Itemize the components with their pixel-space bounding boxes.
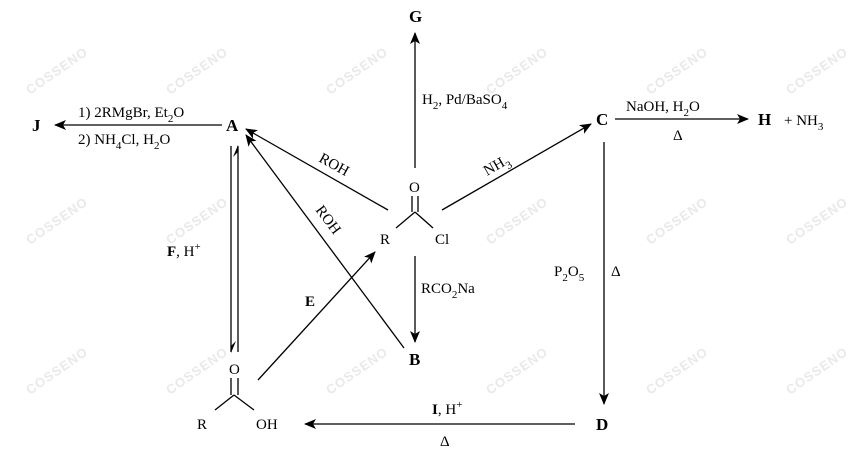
condition-heat-c-to-h: Δ	[673, 128, 683, 144]
reagent-to-g: H2, Pd/BaSO4	[422, 92, 508, 112]
acid-r-group: R	[197, 417, 207, 433]
watermark: COSSENO	[163, 344, 231, 398]
reagent-roh-lower: ROH	[312, 203, 344, 238]
acid-hydroxyl: OH	[256, 417, 278, 433]
watermark: COSSENO	[23, 194, 91, 248]
arrow-rocl-to-c	[441, 123, 592, 211]
compound-g: G	[409, 7, 422, 26]
acyl-chloride-structure: O R Cl	[380, 180, 449, 248]
arrow-acid-to-rocl	[257, 251, 376, 381]
arrow-rocl-to-a-upper	[245, 128, 389, 211]
watermark: COSSENO	[163, 44, 231, 98]
reagent-f-h: F, H+	[167, 241, 201, 260]
byproduct-nh3: + NH3	[784, 113, 824, 133]
acid-oxygen: O	[229, 362, 240, 378]
watermark-layer: COSSENO COSSENO COSSENO COSSENO COSSENO …	[23, 44, 851, 398]
reagent-i-h: I, H+	[432, 399, 462, 418]
compound-a: A	[226, 116, 239, 135]
watermark: COSSENO	[643, 44, 711, 98]
carboxylic-acid-structure: O R OH	[197, 362, 278, 433]
watermark: COSSENO	[483, 344, 551, 398]
watermark: COSSENO	[483, 44, 551, 98]
watermark: COSSENO	[323, 344, 391, 398]
watermark: COSSENO	[643, 194, 711, 248]
reagent-rco2na: RCO2Na	[421, 281, 475, 301]
acyl-chlorine: Cl	[435, 232, 449, 248]
acyl-r-group: R	[380, 232, 390, 248]
watermark: COSSENO	[163, 194, 231, 248]
arrow-b-to-a	[245, 134, 405, 349]
reagent-e: E	[305, 294, 315, 310]
watermark: COSSENO	[323, 44, 391, 98]
compound-h: H	[758, 110, 771, 129]
compound-d: D	[596, 415, 608, 434]
reagent-to-j-step1: 1) 2RMgBr, Et2O	[78, 105, 184, 125]
compound-j: J	[32, 116, 41, 135]
compound-b: B	[409, 350, 420, 369]
watermark: COSSENO	[783, 344, 851, 398]
reagent-to-j-step2: 2) NH4Cl, H2O	[78, 132, 170, 152]
watermark: COSSENO	[783, 194, 851, 248]
watermark: COSSENO	[23, 44, 91, 98]
acyl-oxygen: O	[409, 180, 420, 196]
watermark: COSSENO	[783, 44, 851, 98]
watermark: COSSENO	[483, 194, 551, 248]
watermark: COSSENO	[23, 344, 91, 398]
reagent-c-to-h: NaOH, H2O	[626, 99, 700, 119]
watermark: COSSENO	[643, 344, 711, 398]
condition-heat-d-to-acid: Δ	[440, 434, 450, 450]
reagent-p2o5: P2O5	[554, 264, 585, 284]
compound-c: C	[596, 110, 608, 129]
condition-heat-c-to-d: Δ	[611, 264, 621, 280]
reagent-roh-upper: ROH	[316, 151, 352, 180]
